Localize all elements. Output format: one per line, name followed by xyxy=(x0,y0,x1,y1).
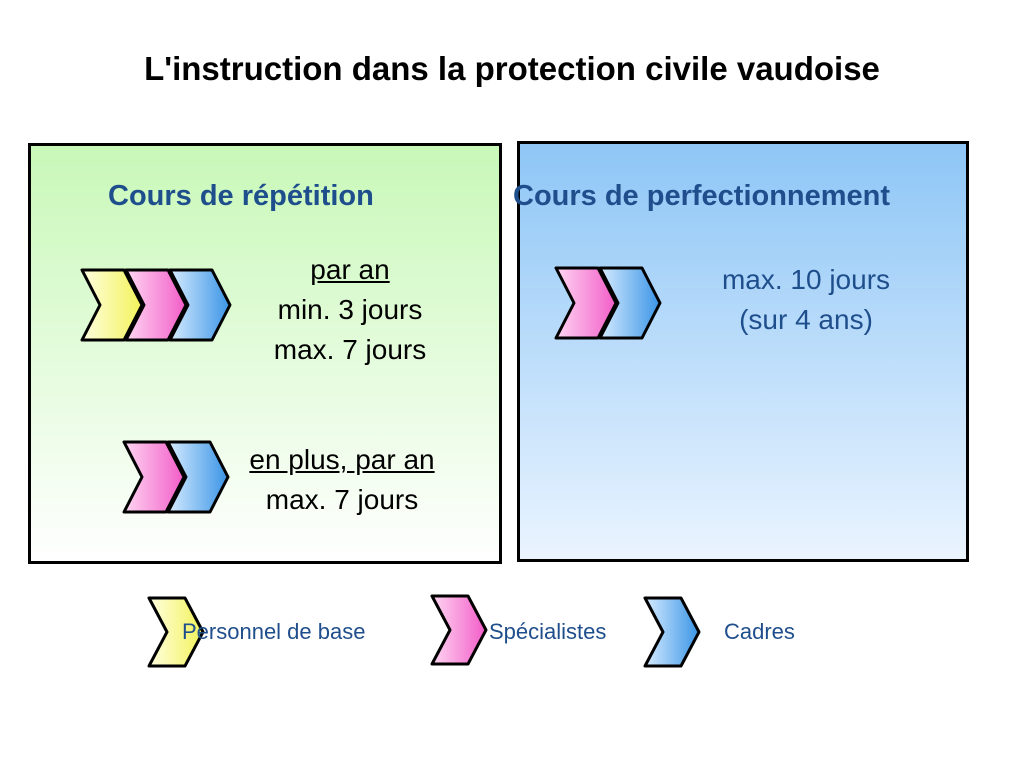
legend-chevron-blue-icon xyxy=(643,596,701,668)
legend-chevron-pink-icon xyxy=(430,594,488,666)
text-block-perfectionnement: max. 10 jours (sur 4 ans) xyxy=(696,260,916,340)
label-par-an: par an xyxy=(310,254,390,285)
chevron-pink-icon xyxy=(554,266,618,340)
chevron-blue-icon xyxy=(598,266,662,340)
chevron-blue-icon xyxy=(168,268,232,342)
label-max-7-jours: max. 7 jours xyxy=(265,484,419,515)
chevron-pink-icon xyxy=(124,268,188,342)
label-max-10-jours: max. 10 jours xyxy=(721,264,891,295)
legend-label-cadres: Cadres xyxy=(724,619,795,644)
label-min-jours: min. 3 jours xyxy=(277,294,423,325)
label-max-jours: max. 7 jours xyxy=(273,334,427,365)
label-en-plus: en plus, par an xyxy=(249,444,435,475)
heading-cours-repetition: Cours de répétition xyxy=(108,180,374,212)
chevron-yellow-icon xyxy=(80,268,144,342)
chevron-pink-icon xyxy=(122,440,186,514)
panel-cours-perfectionnement xyxy=(517,141,969,562)
legend-label-specialistes: Spécialistes xyxy=(489,619,607,644)
chevron-group-perfectionnement xyxy=(554,266,662,340)
text-block-en-plus: en plus, par an max. 7 jours xyxy=(222,440,462,520)
chevron-group-en-plus xyxy=(122,440,230,514)
panel-cours-repetition xyxy=(28,143,502,564)
legend-chevron-yellow-icon xyxy=(147,596,205,668)
legend-label-personnel-de-base: Personnel de base xyxy=(182,619,366,644)
chevron-group-repetition xyxy=(80,268,232,342)
label-sur-4-ans: (sur 4 ans) xyxy=(739,304,873,335)
page-title: L'instruction dans la protection civile … xyxy=(144,50,880,87)
text-block-par-an: par an min. 3 jours max. 7 jours xyxy=(240,250,460,370)
chevron-blue-icon xyxy=(166,440,230,514)
heading-cours-perfectionnement: Cours de perfectionnement xyxy=(513,180,891,212)
